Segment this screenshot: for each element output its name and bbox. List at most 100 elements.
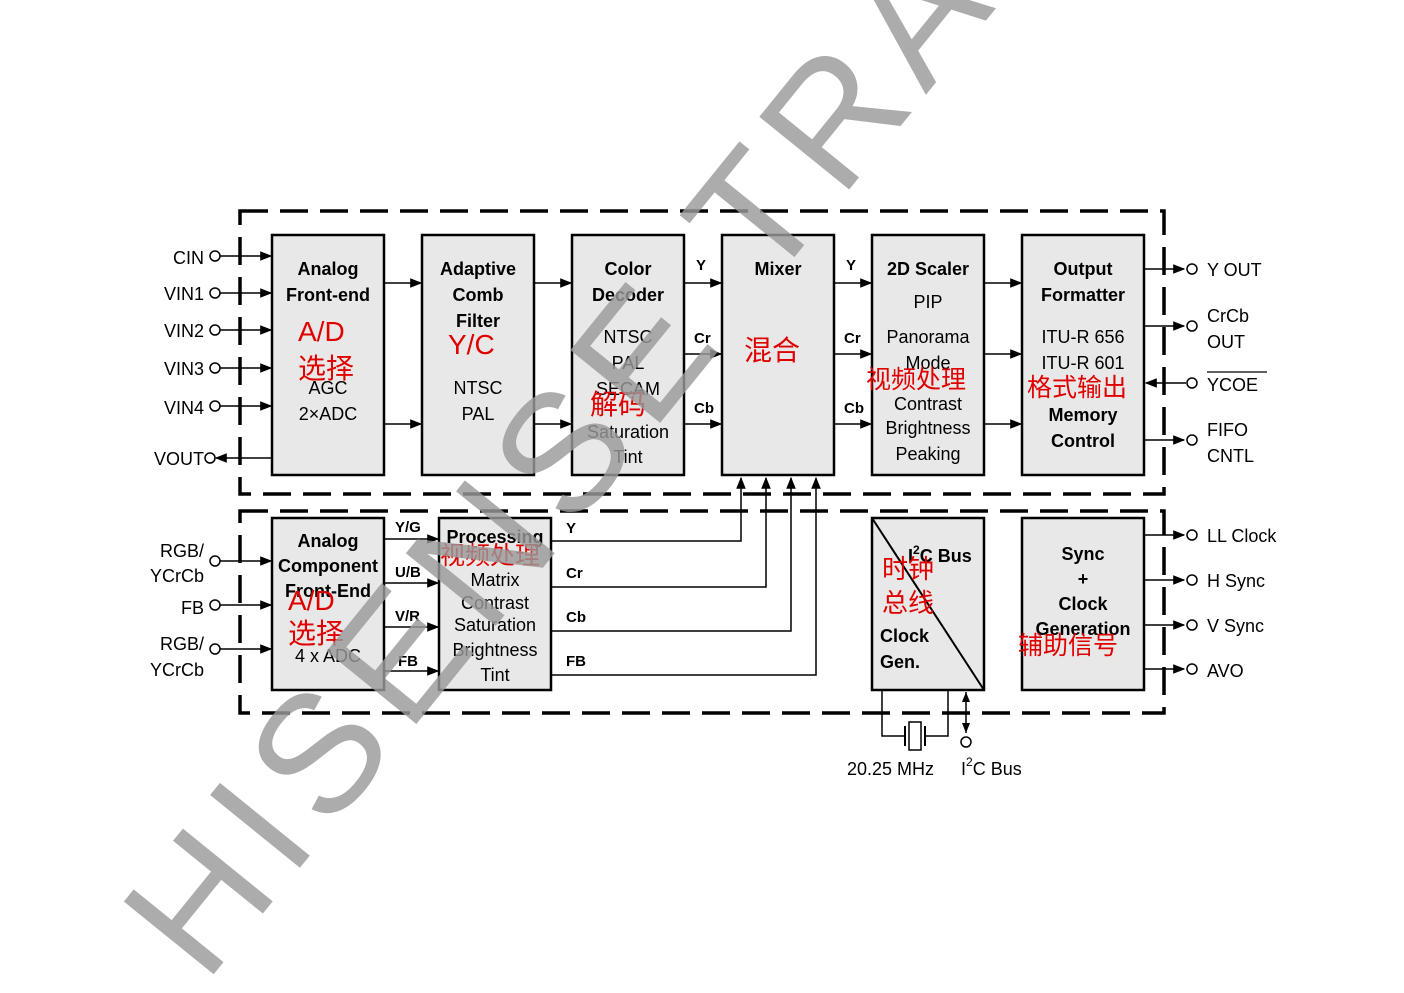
analog-frontend-title1: Analog: [298, 259, 359, 279]
chip-boundary-top: [238, 209, 1166, 496]
input-pin-label: VIN3: [164, 359, 204, 379]
vout-label: VOUT: [154, 449, 204, 469]
pin-circle: [209, 599, 221, 611]
pin-circle: [209, 287, 221, 299]
clock-label: Clock: [880, 626, 930, 646]
fifo-label-a: FIFO: [1207, 420, 1248, 440]
crystal-symbol: [881, 690, 949, 751]
component-input-pins: RGB/ YCrCb FB RGB/ YCrCb: [150, 541, 273, 680]
decoder-tint-label: Tint: [613, 447, 642, 467]
color-decoder-cn: 解码: [590, 389, 646, 420]
sync-block: [1020, 516, 1146, 692]
i2c-bus-label: I2C Bus: [908, 543, 972, 566]
signal-vr-label: V/R: [395, 608, 420, 625]
pin-circle: [209, 362, 221, 374]
mixer-block: [720, 233, 836, 477]
control-label: Control: [1051, 431, 1115, 451]
memory-label: Memory: [1048, 405, 1117, 425]
scaler-title: 2D Scaler: [887, 259, 969, 279]
scaler-brightness-label: Brightness: [885, 418, 970, 438]
crcb-label-b: OUT: [1207, 332, 1245, 352]
comb-pal-label: PAL: [462, 404, 495, 424]
processing-contrast-label: Contrast: [461, 593, 529, 613]
pin-circle: [1186, 434, 1198, 446]
input-pins: CIN VIN1 VIN2 VIN3 VIN4 VOUT: [154, 248, 273, 469]
processing-title: Processing: [446, 527, 543, 547]
analog-frontend-block: [270, 233, 386, 477]
rgb2-label-b: YCrCb: [150, 660, 204, 680]
comb-filter-title1: Adaptive: [440, 259, 516, 279]
i2c-bus-external-label: I2C Bus: [961, 755, 1022, 779]
input-pin-label: CIN: [173, 248, 204, 268]
color-decoder-title2: Decoder: [592, 285, 664, 305]
pin-circle: [1186, 529, 1198, 541]
pin-circle: [1186, 263, 1198, 275]
analog-component-cn-select: 选择: [288, 618, 344, 649]
scaler-pip-label: PIP: [913, 292, 942, 312]
sync-output-label: V Sync: [1207, 616, 1264, 636]
fb-label: FB: [181, 598, 204, 618]
sync-generation-label: Generation: [1035, 619, 1130, 639]
watermark: HISENSE TRAINING: [87, 0, 1371, 993]
comb-filter-cn: Y/C: [448, 329, 495, 360]
pin-circle: [209, 555, 221, 567]
pin-circle: [204, 452, 216, 464]
decoder-ntsc-label: NTSC: [604, 327, 653, 347]
output-formatter-title1: Output: [1054, 259, 1113, 279]
analog-component-block: [270, 516, 386, 692]
crcb-label-a: CrCb: [1207, 306, 1249, 326]
bottom-interconnects: [384, 476, 821, 676]
analog-component-title3: Front-End: [285, 581, 371, 601]
analog-component-cn-ad: A/D: [288, 585, 335, 616]
decoder-pal-label: PAL: [612, 353, 645, 373]
input-pin-label: VIN2: [164, 321, 204, 341]
top-interconnects: [384, 278, 1023, 429]
output-formatter-cn: 格式输出: [1027, 374, 1127, 402]
itu601-label: ITU-R 601: [1041, 353, 1124, 373]
output-formatter-block: [1020, 233, 1146, 477]
sync-output-label: H Sync: [1207, 571, 1265, 591]
color-decoder-block: [570, 233, 686, 477]
processing-matrix-label: Matrix: [471, 570, 520, 590]
pin-circle: [1186, 574, 1198, 586]
analog-component-title1: Analog: [298, 531, 359, 551]
analog-component-title2: Component: [278, 556, 378, 576]
pin-circle: [960, 736, 972, 748]
processing-brightness-label: Brightness: [452, 640, 537, 660]
signal-y-label: Y: [846, 257, 856, 274]
sync-output-label: AVO: [1207, 661, 1244, 681]
chip-boundary-bottom: [238, 509, 1166, 715]
pin-circle: [209, 400, 221, 412]
scaler-mode-label: Mode: [905, 353, 950, 373]
analog-frontend-cn-ad: A/D: [298, 316, 345, 347]
signal-cr-label: Cr: [694, 330, 711, 347]
signal-cb-label: Cb: [844, 400, 864, 417]
gen-label: Gen.: [880, 652, 920, 672]
pin-circle: [209, 324, 221, 336]
signal-cr-label: Cr: [566, 565, 583, 582]
scaler-cn: 视频处理: [866, 366, 966, 394]
rgb2-label-a: RGB/: [160, 634, 204, 654]
i2c-clock-cn1: 时钟: [882, 554, 934, 584]
pin-circle: [1186, 619, 1198, 631]
signal-cr-label: Cr: [844, 330, 861, 347]
sync-clock-label: Clock: [1058, 594, 1108, 614]
signal-cb-label: Cb: [694, 400, 714, 417]
pin-circle: [209, 643, 221, 655]
sync-label: Sync: [1061, 544, 1104, 564]
analog-frontend-cn-select: 选择: [298, 353, 354, 384]
signal-yg-label: Y/G: [395, 519, 421, 536]
color-decoder-title1: Color: [605, 259, 652, 279]
signal-fb-label: FB: [566, 653, 586, 670]
signal-y-label: Y: [566, 520, 576, 537]
crystal-frequency-label: 20.25 MHz: [847, 759, 934, 779]
input-pin-label: VIN4: [164, 398, 204, 418]
signal-fb-label: FB: [398, 653, 418, 670]
scaler-block: [870, 233, 986, 477]
output-pins: [1144, 263, 1198, 675]
mixer-title: Mixer: [754, 259, 801, 279]
processing-saturation-label: Saturation: [454, 615, 536, 635]
ycoe-label: YCOE: [1207, 375, 1258, 395]
rgb1-label-a: RGB/: [160, 541, 204, 561]
agc-label: AGC: [308, 378, 347, 398]
